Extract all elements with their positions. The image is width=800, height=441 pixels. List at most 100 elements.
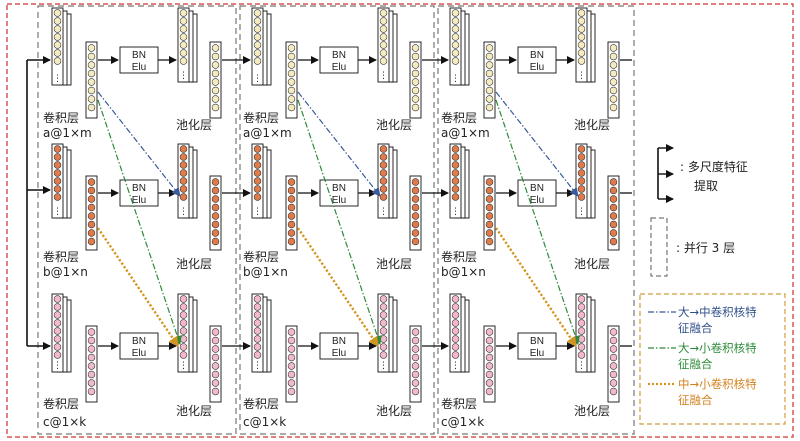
pool-output-mid-node (609, 203, 618, 212)
pool-output-mid-node (211, 178, 220, 186)
conv-bot-node (451, 327, 460, 335)
pool-mid-node (577, 153, 586, 161)
pool-top-node (179, 41, 188, 49)
pool-output-bot-node (211, 345, 220, 353)
pool-output-top (209, 41, 222, 119)
parallel-layer-2: ⋮BNElu⋮卷积层a@1×m池化层⋮BNElu⋮卷积层b@1×n池化层⋮BNE… (243, 7, 449, 429)
pool-output-bot-node (609, 345, 618, 353)
input-trunk (26, 56, 51, 350)
conv-mid-node (451, 161, 460, 169)
pool-mid-node (179, 177, 188, 185)
pool-top-node (179, 57, 188, 65)
pool-output-mid (409, 175, 422, 251)
conv-mid-node (451, 193, 460, 201)
pool-bot-node (379, 351, 388, 359)
pool-mid-node (179, 185, 188, 193)
conv-output-mid-node (485, 220, 494, 229)
pool-output-mid-node (609, 195, 618, 203)
pool-top-node (379, 41, 388, 49)
conv-output-mid-node (287, 186, 296, 195)
bn-label: BN (530, 183, 544, 194)
conv-size-label: a@1×m (243, 126, 292, 140)
conv-size-label: b@1×n (441, 265, 486, 279)
pool-bot-node (577, 335, 586, 343)
conv-top-node (53, 9, 62, 17)
conv-mid-node (253, 153, 262, 161)
svg-text:⋮: ⋮ (253, 361, 262, 371)
pool-top-layer: ⋮ (377, 7, 390, 83)
pool-top-node (577, 25, 586, 33)
conv-output-bot-node (287, 336, 296, 345)
conv-output-top-node (87, 69, 96, 78)
pool-output-top-node (609, 103, 618, 112)
conv-output-top-node (485, 78, 494, 86)
conv-layer-label: 卷积层 (243, 249, 279, 264)
conv-size-label: c@1×k (43, 415, 86, 429)
elu-label: Elu (332, 348, 346, 359)
pool-output-mid-node (211, 195, 220, 203)
conv-layer-label: 卷积层 (43, 396, 79, 411)
pool-output-bot (409, 325, 422, 403)
conv-output-top-node (87, 95, 96, 103)
legend-multiscale: : 多尺度特征 提取 (657, 144, 748, 203)
conv-mid-node (53, 169, 62, 177)
conv-output-mid-node (87, 186, 96, 195)
pool-mid-node (379, 193, 388, 201)
pool-output-top-node (411, 78, 420, 86)
conv-bot-node (253, 319, 262, 327)
pool-output-top-node (211, 95, 220, 103)
bn-label: BN (132, 50, 146, 61)
fusion-arrows (297, 91, 382, 347)
conv-mid-node (253, 193, 262, 201)
pool-output-top-node (411, 86, 420, 95)
pool-output-bot-node (411, 336, 420, 345)
pool-output-top-node (609, 78, 618, 86)
pool-output-top-node (609, 44, 618, 52)
conv-output-top-node (87, 103, 96, 112)
pool-output-top-node (411, 52, 420, 61)
conv-output-mid-node (485, 229, 494, 237)
pool-output-bot-node (211, 379, 220, 387)
pool-output-top-node (211, 69, 220, 78)
pool-bot-node (179, 295, 188, 303)
svg-text:⋮: ⋮ (179, 207, 188, 217)
conv-mid-node (53, 193, 62, 201)
conv-output-mid-node (287, 237, 296, 246)
pool-layer-label: 池化层 (176, 257, 212, 271)
conv-output-bot-node (87, 336, 96, 345)
conv-output-mid-node (485, 178, 494, 186)
conv-size-label: a@1×m (441, 126, 490, 140)
conv-top-node (253, 57, 262, 65)
parallel-layer-1: ⋮BNElu⋮卷积层a@1×m池化层⋮BNElu⋮卷积层b@1×n池化层⋮BNE… (43, 7, 251, 429)
svg-text:⋮: ⋮ (577, 207, 586, 217)
conv-layer-label: 卷积层 (43, 249, 79, 264)
parallel-block-1 (37, 5, 237, 435)
conv-bot-layer: ⋮ (251, 293, 264, 373)
pool-output-bot-node (411, 353, 420, 362)
pool-bot-layer: ⋮ (177, 293, 190, 373)
fuse-mid-to-small (97, 227, 179, 347)
pool-output-mid-node (609, 220, 618, 229)
pool-output-top-node (609, 86, 618, 95)
pool-output-mid-node (211, 237, 220, 246)
conv-output-mid-node (485, 237, 494, 246)
conv-size-label: a@1×m (43, 126, 92, 140)
conv-output-mid-node (87, 229, 96, 237)
conv-bot-layer: ⋮ (449, 293, 462, 373)
conv-mid-layer: ⋮ (51, 143, 64, 219)
bn-label: BN (332, 50, 346, 61)
pool-mid-node (179, 193, 188, 201)
pool-bot-node (577, 319, 586, 327)
conv-bot-node (53, 303, 62, 311)
pool-output-mid-node (211, 220, 220, 229)
pool-output-bot-node (411, 362, 420, 370)
conv-output-top-node (87, 78, 96, 86)
conv-output-top-node (87, 44, 96, 52)
conv-mid-node (53, 185, 62, 193)
